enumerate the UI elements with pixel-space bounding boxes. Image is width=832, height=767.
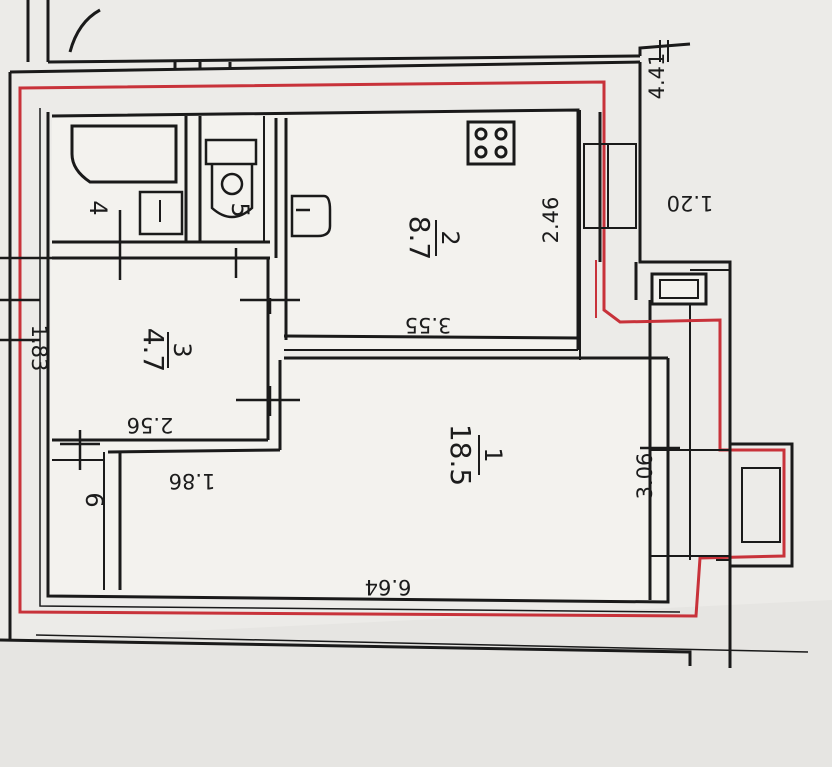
kitchen-window xyxy=(583,143,637,229)
door-ticks xyxy=(0,210,680,470)
room-4-number: 4 xyxy=(84,200,112,215)
vent-shaft xyxy=(650,272,708,306)
interior-walls xyxy=(39,108,691,613)
kitchen-sink xyxy=(290,194,332,238)
dim-corner-mark: 4.41 xyxy=(645,53,669,100)
dim-hall-length: 2.56 xyxy=(127,413,174,437)
dim-kitchen-width: 2.46 xyxy=(539,197,563,244)
room-2-number: 2 xyxy=(436,230,464,245)
living-window xyxy=(650,449,730,557)
room-3-number: 3 xyxy=(168,342,196,357)
dim-hall-width: 1.83 xyxy=(27,325,51,372)
bathtub xyxy=(70,124,184,236)
dim-kitchen-length: 3.55 xyxy=(405,313,452,337)
room-3-label: 3 4.7 xyxy=(137,328,196,373)
apartment-boundary xyxy=(18,80,786,618)
room-floors xyxy=(48,110,668,602)
room-1-label: 1 18.5 xyxy=(444,424,507,486)
balcony-structure xyxy=(690,269,794,568)
dimension-labels: 3.55 2.46 1.83 2.56 1.86 6.64 3.06 1.20 … xyxy=(27,53,713,599)
room-1-area: 18.5 xyxy=(444,424,477,486)
room-2-label: 2 8.7 xyxy=(403,216,464,261)
toilet xyxy=(204,138,258,219)
room-labels: 1 18.5 2 8.7 3 4.7 4 5 6 xyxy=(80,200,507,507)
dim-corridor-length: 1.86 xyxy=(169,469,216,493)
dim-living-width: 3.06 xyxy=(633,453,657,500)
paper-shadow xyxy=(0,600,832,767)
room-6-number: 6 xyxy=(80,492,108,507)
dim-balcony-width: 1.20 xyxy=(667,191,714,215)
room-5-number: 5 xyxy=(226,202,254,217)
room-3-area: 4.7 xyxy=(137,328,170,373)
dim-living-length: 6.64 xyxy=(365,575,412,599)
stove xyxy=(466,120,516,166)
room-2-area: 8.7 xyxy=(403,216,436,261)
room-1-number: 1 xyxy=(479,447,507,462)
